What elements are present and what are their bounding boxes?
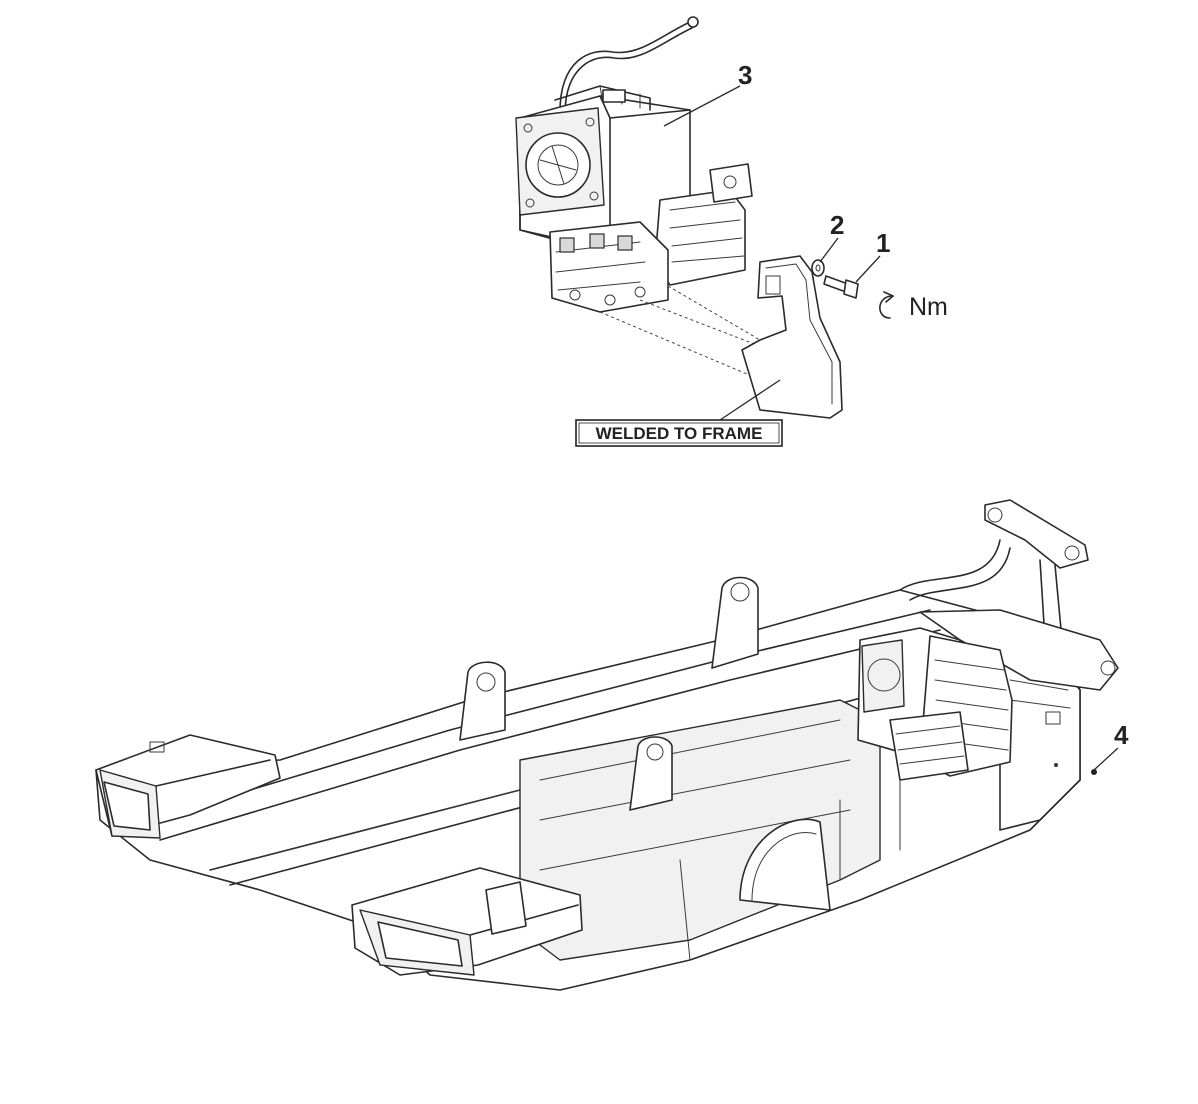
svg-text:4: 4	[1114, 720, 1129, 750]
pump-assembly-detail	[515, 16, 781, 389]
chassis-frame	[95, 499, 1119, 991]
torque-unit: Nm	[909, 293, 948, 321]
callout-3: 3	[663, 60, 752, 127]
bolt-part-1	[823, 275, 859, 299]
washer-part-2	[811, 259, 825, 277]
left-front-step-box	[95, 734, 281, 839]
callout-2: 2	[819, 210, 844, 263]
svg-text:2: 2	[830, 210, 844, 240]
right-front-step-box	[351, 867, 583, 976]
callout-4: 4	[1091, 720, 1129, 775]
torque-arrow-icon	[879, 291, 894, 319]
welded-to-frame-label: WELDED TO FRAME	[575, 379, 783, 447]
callout-1: 1	[855, 228, 890, 283]
svg-text:3: 3	[738, 60, 752, 90]
svg-text:1: 1	[876, 228, 890, 258]
pump-assembly-installed	[857, 627, 1013, 781]
svg-text:WELDED TO FRAME: WELDED TO FRAME	[596, 424, 763, 443]
mounting-bracket	[741, 255, 843, 419]
